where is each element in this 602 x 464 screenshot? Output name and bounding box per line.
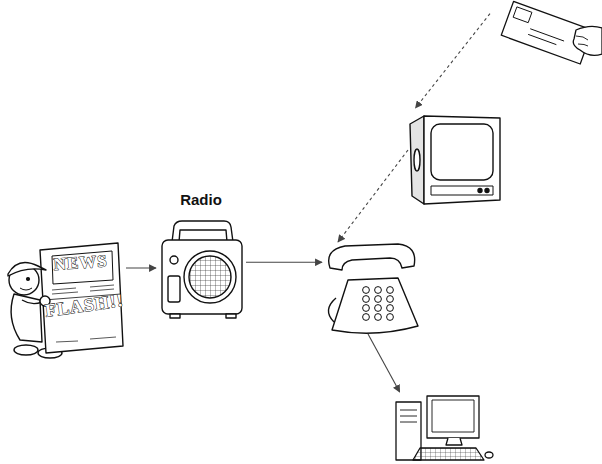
- phone-key: [363, 296, 370, 303]
- radio-knob: [170, 256, 178, 264]
- phone-cord: [328, 298, 336, 322]
- tv-knob: [478, 189, 482, 193]
- television-illustration: [410, 116, 500, 204]
- newspaper-headline: FLASH!!: [44, 291, 126, 322]
- flow-arrow: [368, 334, 400, 392]
- radio-foot: [170, 314, 180, 318]
- computer-monitor: [427, 396, 479, 438]
- flow-arrow: [416, 14, 490, 108]
- phone-key: [363, 287, 370, 294]
- computer-keyboard: [413, 448, 484, 460]
- monitor-stand: [446, 438, 462, 445]
- hand: [573, 26, 602, 55]
- radio-body: [162, 240, 242, 314]
- boy-arm: [22, 300, 42, 304]
- tv-cabinet: [424, 116, 500, 204]
- telephone-illustration: [328, 244, 418, 333]
- tower-drive-slots: [400, 410, 417, 422]
- radio-speaker: [184, 251, 236, 303]
- flow-arrow: [338, 150, 408, 242]
- flow-arrow: [246, 262, 322, 263]
- phone-key: [375, 296, 382, 303]
- telephone-node: [322, 242, 422, 334]
- flow-arrow: [126, 267, 156, 268]
- monitor-screen: [432, 400, 474, 432]
- boy-body: [11, 294, 42, 342]
- phone-key: [375, 287, 382, 294]
- phone-key: [363, 314, 370, 321]
- tv-side-panel: [410, 116, 424, 204]
- computer-mouse: [485, 452, 493, 458]
- computer-node: [392, 392, 488, 464]
- newspaper-node: NEWS FLASH!!: [0, 238, 126, 358]
- radio-speaker-grille: [189, 256, 231, 298]
- television-node: [408, 108, 502, 208]
- computer-illustration: [396, 396, 493, 460]
- phone-keypad: [363, 287, 394, 321]
- tv-screen: [431, 124, 493, 180]
- boy-eye: [27, 278, 30, 281]
- node-label: Radio: [156, 192, 246, 209]
- phone-key: [387, 314, 394, 321]
- phone-key: [363, 305, 370, 312]
- newspaper-headline: NEWS: [53, 252, 116, 275]
- phone-key: [375, 305, 382, 312]
- phone-key: [375, 314, 382, 321]
- tv-knob: [485, 189, 489, 193]
- radio-foot: [226, 314, 236, 318]
- boy-shoe: [14, 345, 38, 355]
- computer-tower: [396, 402, 421, 460]
- phone-handset: [329, 244, 415, 270]
- envelope-stamp: [513, 7, 532, 23]
- letter-illustration: [501, 1, 602, 64]
- phone-key: [387, 296, 394, 303]
- phone-base: [332, 278, 418, 333]
- letter-node: [490, 0, 602, 68]
- boy-cap: [8, 262, 46, 276]
- tv-side-grille: [414, 149, 420, 171]
- radio-handle: [172, 221, 233, 242]
- phone-key: [387, 287, 394, 294]
- hand-fingers: [576, 36, 588, 46]
- radio-dial: [168, 276, 180, 302]
- tv-control-strip: [431, 186, 493, 195]
- boy-mouth: [20, 288, 32, 290]
- phone-key: [387, 305, 394, 312]
- radio-node: Radio: [156, 192, 246, 322]
- envelope-address: [528, 29, 564, 47]
- radio-illustration: [162, 221, 242, 318]
